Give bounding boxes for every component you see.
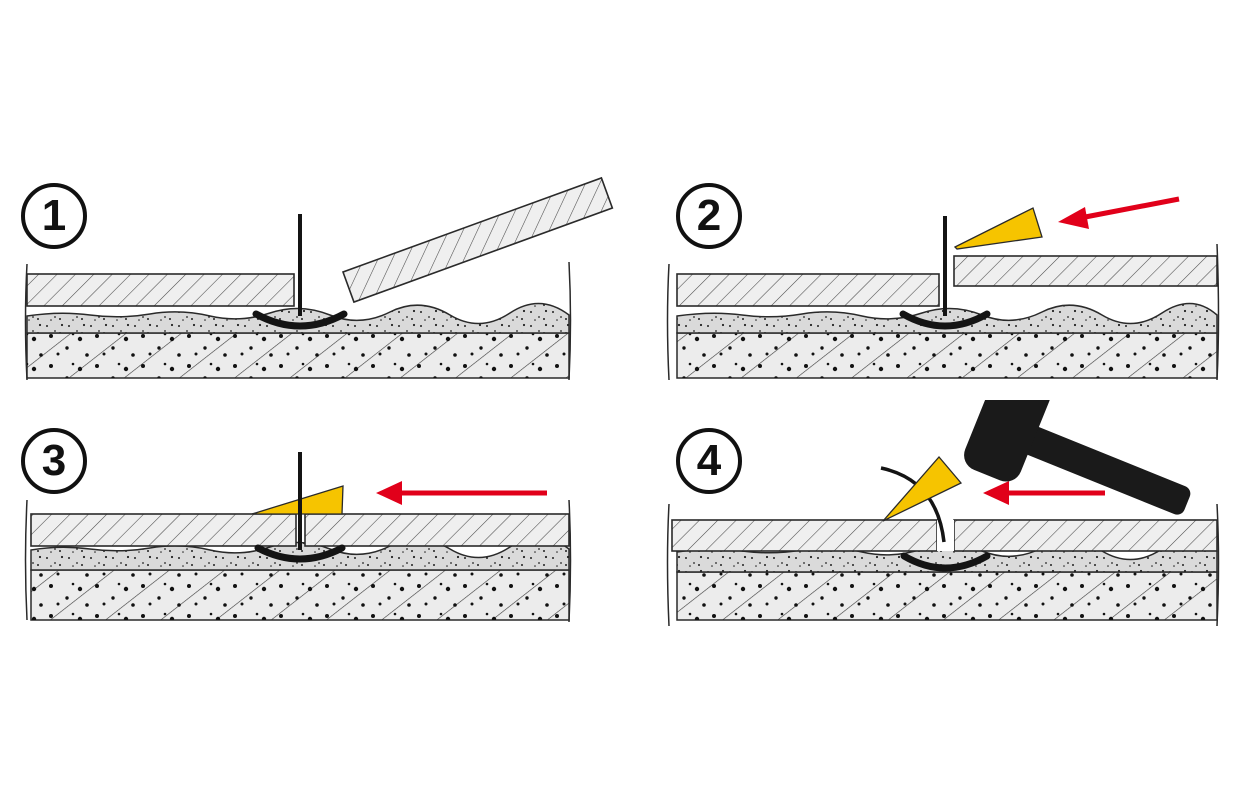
step-badge-1: 1	[21, 183, 87, 249]
left-tile	[30, 513, 297, 547]
wedge-icon	[882, 456, 963, 522]
left-tile	[26, 273, 295, 307]
step-number: 2	[696, 191, 722, 240]
broken-clip	[900, 552, 991, 572]
hammer-icon	[964, 400, 1191, 515]
step-2-illustration	[666, 196, 1220, 381]
step-panel-2: 2	[617, 0, 1234, 400]
step-badge-2: 2	[676, 183, 742, 249]
right-tile	[953, 519, 1218, 552]
red-arrow-icon	[1058, 196, 1180, 229]
step-panel-4: 4	[617, 400, 1234, 800]
mortar-layer	[26, 302, 570, 334]
step-number: 1	[41, 191, 67, 240]
clip-base	[899, 310, 991, 330]
right-tile	[953, 255, 1218, 287]
clip-base	[254, 544, 346, 563]
red-arrow-icon	[983, 481, 1105, 505]
step-3-illustration	[24, 452, 572, 623]
step-panel-3: 3	[0, 400, 617, 800]
step-number: 3	[41, 436, 67, 485]
right-tile	[304, 513, 570, 547]
wedge-inserted	[251, 485, 344, 515]
left-tile	[676, 273, 940, 307]
mortar-layer	[676, 302, 1218, 334]
step-panel-1: 1	[0, 0, 617, 400]
step-number: 4	[696, 436, 722, 485]
red-arrow-icon	[376, 481, 547, 505]
wedge-icon	[953, 207, 1043, 250]
left-tile	[671, 519, 938, 552]
clip-base	[252, 310, 348, 330]
tilted-tile	[341, 176, 614, 304]
step-badge-3: 3	[21, 428, 87, 494]
step-badge-4: 4	[676, 428, 742, 494]
step-1-illustration	[24, 176, 614, 381]
step-4-illustration	[666, 400, 1220, 627]
